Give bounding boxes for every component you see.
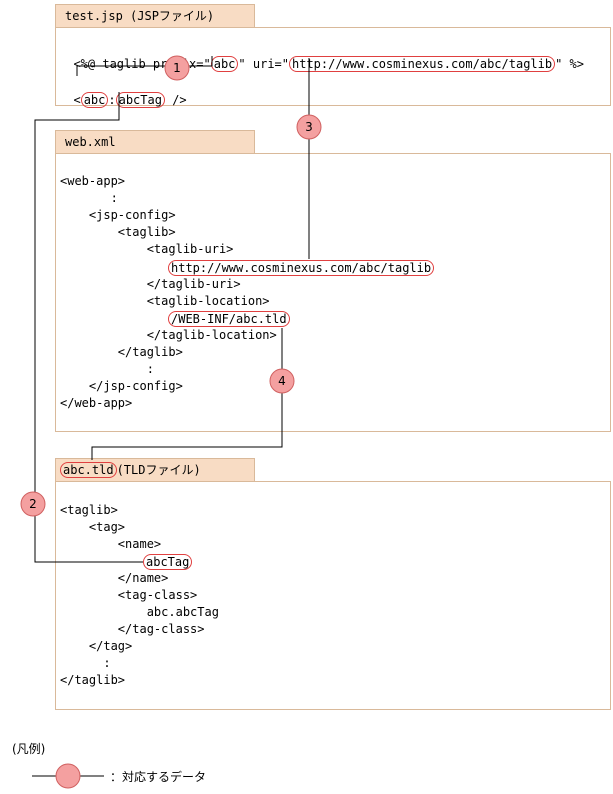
tld-line: : bbox=[60, 656, 111, 670]
webxml-line: <taglib> bbox=[60, 225, 176, 239]
webxml-line: <web-app> bbox=[60, 174, 126, 188]
tld-line: <name> bbox=[60, 537, 162, 551]
webxml-taglib-location-value: /WEB-INF/abc.tld bbox=[168, 311, 290, 327]
jsp-file-tab: test.jsp (JSPファイル) bbox=[55, 4, 255, 27]
jsp-text: : bbox=[108, 93, 116, 107]
marker-3-label: 3 bbox=[305, 120, 313, 134]
tld-tab-label: (TLDファイル) bbox=[116, 463, 201, 477]
webxml-line: : bbox=[60, 191, 118, 205]
webxml-uri-line: http://www.cosminexus.com/abc/taglib bbox=[168, 260, 435, 276]
tld-line: </name> bbox=[60, 571, 169, 585]
tld-file-name: abc.tld bbox=[60, 462, 117, 478]
legend-title: (凡例) bbox=[12, 742, 46, 756]
jsp-custom-tag: <abc:abcTag /> bbox=[59, 76, 187, 108]
legend-marker bbox=[55, 763, 81, 789]
jsp-text: " %> bbox=[555, 57, 584, 71]
tld-tag-name-value: abcTag bbox=[143, 554, 193, 570]
tld-line: <tag> bbox=[60, 520, 126, 534]
webxml-line: </taglib-location> bbox=[60, 328, 277, 342]
marker-3-circle bbox=[296, 114, 322, 140]
marker-2-label: 2 bbox=[29, 497, 37, 511]
tld-file-tab: abc.tld(TLDファイル) bbox=[55, 458, 255, 481]
tld-line: <tag-class> bbox=[60, 588, 198, 602]
webxml-line: </web-app> bbox=[60, 396, 133, 410]
tld-line: abc.abcTag bbox=[60, 605, 219, 619]
webxml-location-line: /WEB-INF/abc.tld bbox=[168, 311, 290, 327]
tld-line: </tag> bbox=[60, 639, 133, 653]
tld-line: <taglib> bbox=[60, 503, 118, 517]
jsp-tag-name: abcTag bbox=[115, 92, 165, 108]
webxml-line: </taglib> bbox=[60, 345, 183, 359]
webxml-line: </taglib-uri> bbox=[60, 277, 241, 291]
webxml-taglib-uri-value: http://www.cosminexus.com/abc/taglib bbox=[168, 260, 435, 276]
webxml-line: <taglib-uri> bbox=[60, 242, 234, 256]
jsp-prefix-value: abc bbox=[210, 56, 239, 72]
legend-description: ：対応するデータ bbox=[110, 770, 207, 784]
tld-line: </taglib> bbox=[60, 673, 126, 687]
tld-line: </tag-class> bbox=[60, 622, 205, 636]
tld-name-line: abcTag bbox=[143, 554, 193, 570]
webxml-line: <taglib-location> bbox=[60, 294, 270, 308]
jsp-text: <%@ taglib prefix=" bbox=[73, 57, 211, 71]
jsp-text: < bbox=[73, 93, 81, 107]
jsp-tag-prefix: abc bbox=[80, 92, 109, 108]
webxml-line: <jsp-config> bbox=[60, 208, 176, 222]
jsp-text: " uri=" bbox=[238, 57, 289, 71]
jsp-uri-value: http://www.cosminexus.com/abc/taglib bbox=[289, 56, 556, 72]
jsp-text: /> bbox=[164, 93, 187, 107]
jsp-taglib-directive: <%@ taglib prefix="abc" uri="http://www.… bbox=[59, 40, 584, 72]
webxml-file-tab: web.xml bbox=[55, 130, 255, 153]
webxml-line: : bbox=[60, 362, 154, 376]
webxml-line: </jsp-config> bbox=[60, 379, 183, 393]
marker-2-circle bbox=[20, 491, 46, 517]
tld-file-panel bbox=[55, 481, 611, 710]
